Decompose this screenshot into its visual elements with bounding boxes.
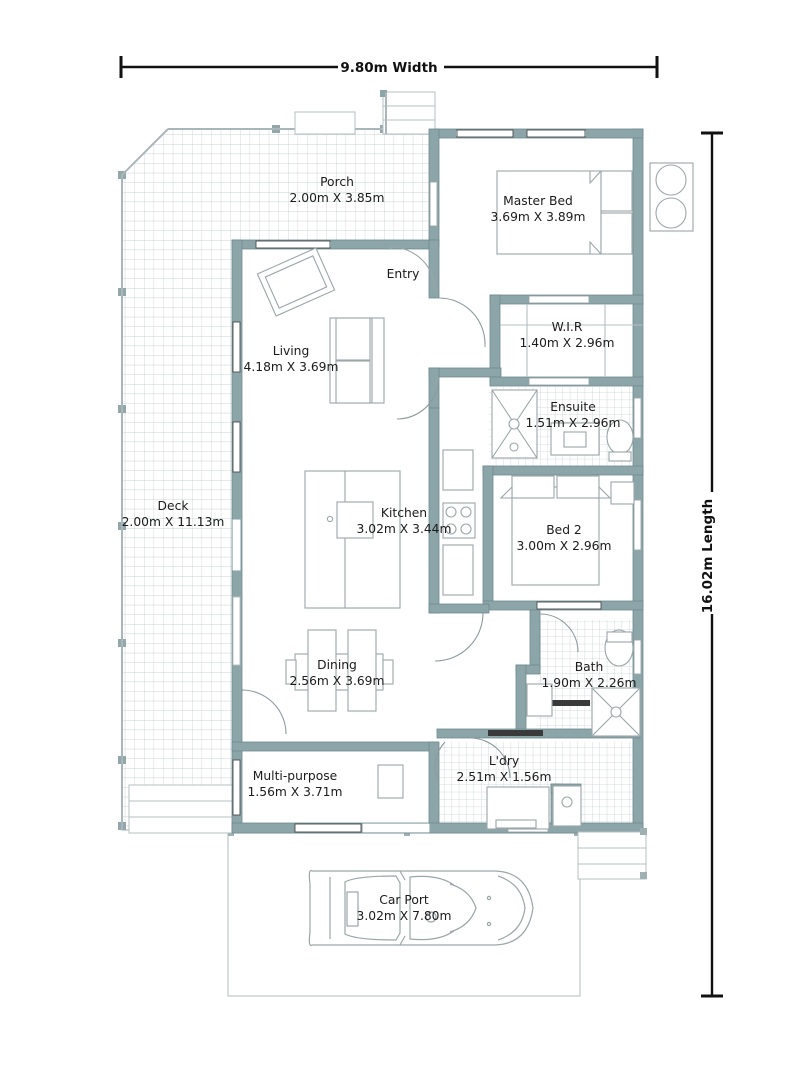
water-tanks [649,162,694,232]
ensuite-fixtures [491,389,634,462]
wir-shelving [500,304,643,377]
room-dimensions: 2.51m X 1.56m [457,770,552,784]
room-name: Bed 2 [546,523,582,537]
room-name: L'dry [489,754,519,768]
multipurpose-furniture [377,764,404,799]
room-dimensions: 1.40m X 2.96m [520,336,615,350]
room-label-master_bed: Master Bed 3.69m X 3.89m [491,194,586,224]
room-label-living: Living 4.18m X 3.69m [244,344,339,374]
room-label-car_port: Car Port 3.02m X 7.80m [357,893,452,923]
bed2-furniture [499,475,635,586]
porch-entry-steps [294,90,436,135]
room-dimensions: 3.69m X 3.89m [491,210,586,224]
room-dimensions: 1.90m X 2.26m [542,676,637,690]
room-label-porch: Porch 2.00m X 3.85m [290,175,385,205]
dining-furniture [285,629,394,712]
room-dimensions: 3.02m X 3.44m [357,522,452,536]
room-label-deck: Deck 2.00m X 11.13m [122,499,225,529]
room-dimensions: 2.00m X 3.85m [290,191,385,205]
room-dimensions: 1.51m X 2.96m [526,416,621,430]
length-dimension: 16.02m Length [700,131,723,998]
room-label-kitchen: Kitchen 3.02m X 3.44m [357,506,452,536]
living-furniture [256,247,385,404]
room-label-dining: Dining 2.56m X 3.69m [290,658,385,688]
room-label-multi: Multi-purpose 1.56m X 3.71m [248,769,343,799]
room-name: W.I.R [552,320,583,334]
room-dimensions: 2.00m X 11.13m [122,515,225,529]
room-dimensions: 3.02m X 7.80m [357,909,452,923]
room-label-wir: W.I.R 1.40m X 2.96m [520,320,615,350]
room-name: Bath [575,660,604,674]
deck-stairs-bottom [128,784,240,834]
room-dimensions: 1.56m X 3.71m [248,785,343,799]
width-dimension-label: 9.80m Width [340,60,437,76]
room-label-ldry: L'dry 2.51m X 1.56m [457,754,552,784]
furniture [256,162,694,947]
room-label-entry: Entry [387,267,420,281]
room-dimensions: 3.00m X 2.96m [517,539,612,553]
bath-fixtures [526,629,641,737]
room-label-bath: Bath 1.90m X 2.26m [542,660,637,690]
room-name: Ensuite [550,400,596,414]
laundry-fixtures [486,785,582,830]
room-name: Car Port [379,893,429,907]
windows [232,129,642,833]
room-name: Kitchen [381,506,427,520]
car-icon [308,869,534,947]
room-labels: Porch 2.00m X 3.85m Master Bed 3.69m X 3.89… [122,175,637,923]
length-dimension-label: 16.02m Length [700,499,716,614]
room-name: Master Bed [503,194,573,208]
room-dimensions: 4.18m X 3.69m [244,360,339,374]
room-dimensions: 2.56m X 3.69m [290,674,385,688]
room-name: Living [273,344,310,358]
master-bed-furniture [496,170,633,255]
room-label-ensuite: Ensuite 1.51m X 2.96m [526,400,621,430]
external-steps-right [577,828,647,880]
room-name: Dining [317,658,357,672]
room-name: Porch [320,175,354,189]
width-dimension: 9.80m Width [119,56,659,78]
doors [241,246,579,779]
kitchen-fixtures [304,449,476,609]
room-name: Entry [387,267,420,281]
room-name: Multi-purpose [253,769,337,783]
room-name: Deck [158,499,190,513]
room-label-bed_2: Bed 2 3.00m X 2.96m [517,523,612,553]
